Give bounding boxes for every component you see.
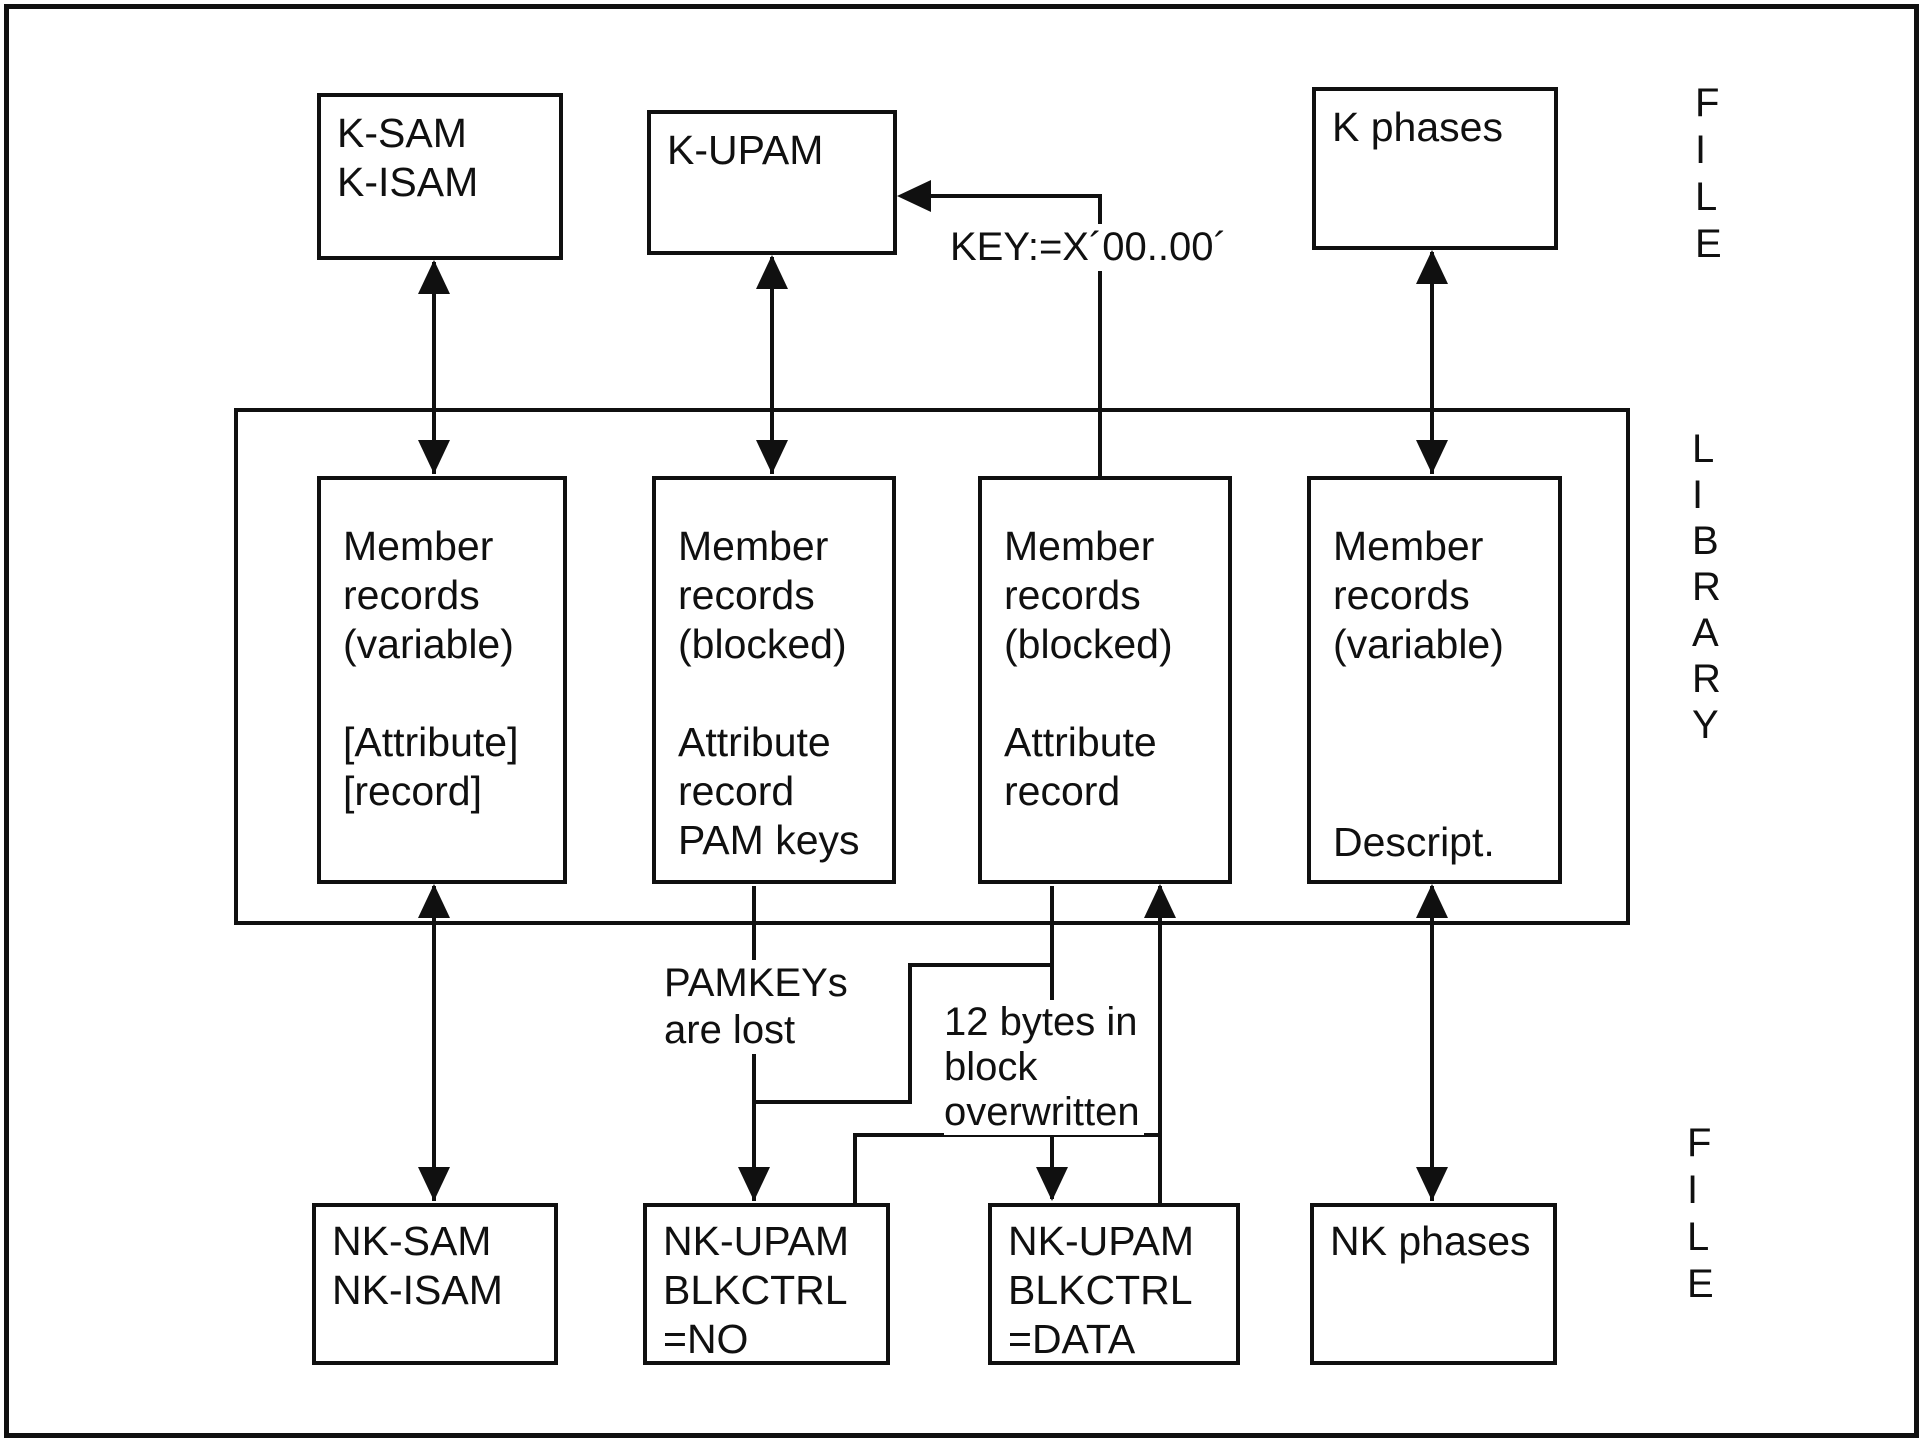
connector-lib1-nksam-line: [432, 886, 436, 1201]
arrowhead-up-lib1: [418, 884, 450, 918]
box-member-records-variable-right-label: Member records (variable): [1333, 523, 1504, 667]
box-member-records-blocked: Member records (blocked) Attribute recor…: [978, 476, 1232, 884]
connector-kupam-lib-line: [770, 257, 774, 474]
box-nk-upam-blkctrl-data: NK-UPAM BLKCTRL =DATA: [988, 1203, 1240, 1365]
arrowhead-down-nksam: [418, 1167, 450, 1201]
arrowhead-up-kphases: [1416, 250, 1448, 284]
box-nk-upam-blkctrl-no-label: NK-UPAM BLKCTRL =NO: [663, 1218, 850, 1362]
connector-key-horizontal: [928, 194, 1102, 198]
arrowhead-down-lib1: [418, 440, 450, 474]
connector-branch-bottom-horizontal: [752, 1100, 912, 1104]
pamkeys-annotation: PAMKEYs are lost: [664, 960, 852, 1054]
box-k-upam: K-UPAM: [647, 110, 897, 255]
box-nk-sam-nk-isam: NK-SAM NK-ISAM: [312, 1203, 558, 1365]
file-label-bottom: FILE: [1687, 1121, 1714, 1306]
box-nk-upam-blkctrl-no: NK-UPAM BLKCTRL =NO: [643, 1203, 890, 1365]
box-k-upam-label: K-UPAM: [667, 127, 824, 173]
box-member-records-variable-right-descript: Descript.: [1333, 819, 1495, 865]
connector-nkupam-lib3-line: [1158, 886, 1162, 1203]
box-nk-phases: NK phases: [1310, 1203, 1557, 1365]
box-member-records-variable-right: Member records (variable) Descript.: [1307, 476, 1562, 884]
box-k-phases-label: K phases: [1332, 104, 1503, 150]
arrowhead-down-nkupamno: [738, 1167, 770, 1201]
connector-ksam-lib-line: [432, 262, 436, 474]
arrowhead-left-kupam-key: [897, 180, 931, 212]
box-k-sam-k-isam: K-SAM K-ISAM: [317, 93, 563, 260]
arrowhead-down-lib2: [756, 440, 788, 474]
connector-nkupamno-join-vertical: [853, 1133, 857, 1203]
arrowhead-up-ksam: [418, 260, 450, 294]
overwrite-annotation: 12 bytes in block overwritten: [944, 1000, 1144, 1135]
arrowhead-down-lib4: [1416, 440, 1448, 474]
connector-kphases-lib-line: [1430, 252, 1434, 474]
key-annotation: KEY:=X´00..00´: [950, 224, 1231, 271]
connector-branch-vertical: [908, 963, 912, 1104]
connector-lib4-nkphases-line: [1430, 886, 1434, 1201]
box-member-records-variable-left: Member records (variable) [Attribute] [r…: [317, 476, 567, 884]
library-label: LIBRARY: [1692, 427, 1721, 747]
box-member-records-blocked-pamkeys-label: Member records (blocked) Attribute recor…: [678, 523, 860, 863]
library-rect: [234, 408, 1630, 925]
arrowhead-down-nkphases: [1416, 1167, 1448, 1201]
connector-key-vertical: [1098, 194, 1102, 476]
box-member-records-blocked-pamkeys: Member records (blocked) Attribute recor…: [652, 476, 896, 884]
box-nk-sam-nk-isam-label: NK-SAM NK-ISAM: [332, 1218, 503, 1313]
box-k-sam-k-isam-label: K-SAM K-ISAM: [337, 110, 479, 205]
box-nk-upam-blkctrl-data-label: NK-UPAM BLKCTRL =DATA: [1008, 1218, 1195, 1362]
file-label-top: FILE: [1695, 81, 1722, 266]
arrowhead-down-nkupamdata: [1036, 1167, 1068, 1201]
box-k-phases: K phases: [1312, 87, 1558, 250]
arrowhead-up-kupam: [756, 255, 788, 289]
box-member-records-variable-left-label: Member records (variable) [Attribute] [r…: [343, 523, 519, 814]
connector-nkupamno-join-horizontal: [855, 1133, 1162, 1137]
connector-branch-top-horizontal: [908, 963, 1054, 967]
box-nk-phases-label: NK phases: [1330, 1218, 1531, 1264]
box-member-records-blocked-label: Member records (blocked) Attribute recor…: [1004, 523, 1173, 814]
arrowhead-up-lib4: [1416, 884, 1448, 918]
